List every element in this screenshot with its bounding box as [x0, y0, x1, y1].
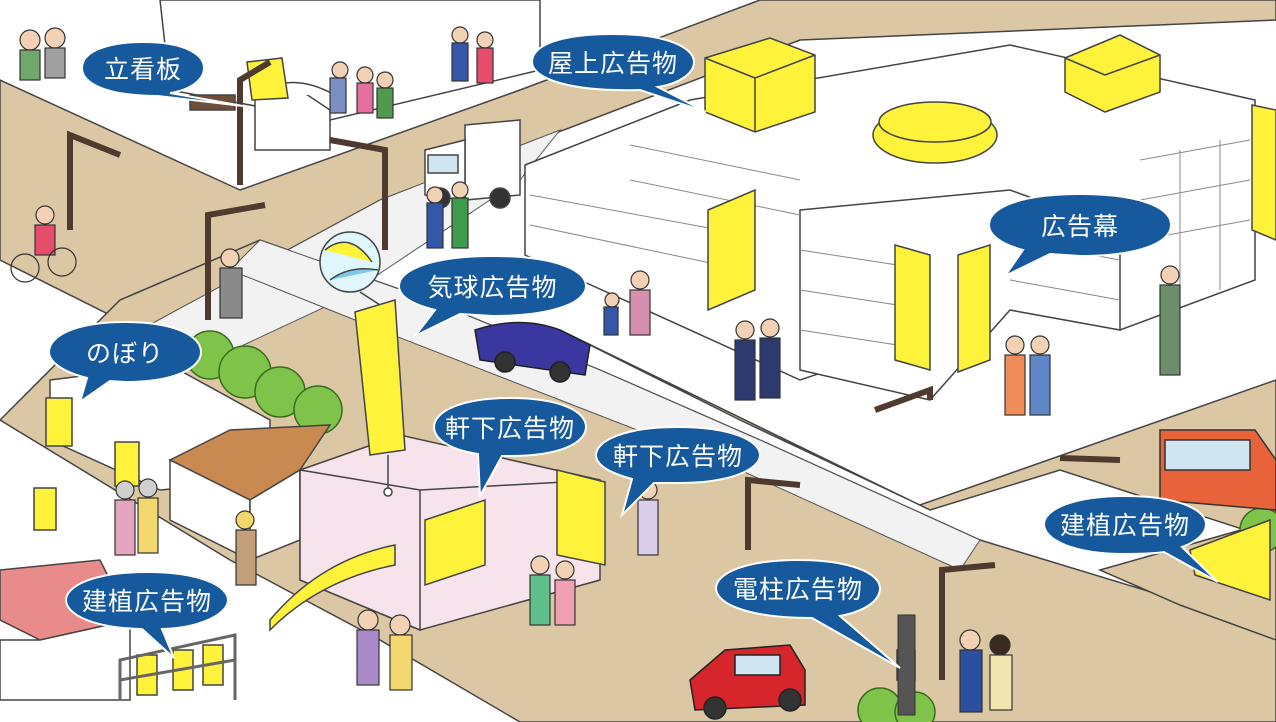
label-balloon-ad-text: 気球広告物	[427, 273, 558, 302]
label-pole-ad: 電柱広告物	[712, 556, 901, 669]
label-banner-curtain-text: 広告幕	[1040, 212, 1119, 241]
bus	[1159, 429, 1276, 511]
label-nobori-text: のぼり	[85, 339, 164, 368]
label-rooftop-ad-text: 屋上広告物	[547, 49, 678, 78]
label-rooftop-ad: 屋上広告物	[528, 30, 707, 113]
street-lamps	[67, 59, 1121, 680]
label-erected-ad-left-text: 建植広告物	[81, 587, 212, 616]
label-erected-ad-left: 建植広告物	[62, 568, 232, 659]
label-eave-ad-2-text: 軒下広告物	[612, 442, 743, 471]
label-eave-ad-1: 軒下広告物	[430, 394, 590, 500]
label-eave-ad-1-text: 軒下広告物	[444, 414, 575, 443]
fence	[118, 633, 237, 700]
label-banner-curtain: 広告幕	[985, 190, 1175, 279]
label-erected-ad-right-text: 建植広告物	[1059, 511, 1190, 540]
label-standing-sign: 立看板	[78, 36, 244, 107]
label-eave-ad-2: 軒下広告物	[592, 423, 764, 519]
label-nobori: のぼり	[45, 318, 205, 405]
label-balloon-ad: 気球広告物	[395, 252, 590, 337]
red-car	[689, 644, 806, 720]
pedestrians	[10, 26, 1181, 713]
utility-pole	[897, 614, 916, 716]
blue-car	[474, 321, 591, 383]
label-standing-sign-text: 立看板	[103, 55, 182, 84]
label-pole-ad-text: 電柱広告物	[732, 575, 863, 604]
yellow-ad-elements	[33, 34, 1276, 696]
label-erected-ad-right: 建植広告物	[1040, 492, 1219, 583]
balloon-ball	[319, 231, 393, 497]
building-brown-roof	[168, 424, 332, 562]
